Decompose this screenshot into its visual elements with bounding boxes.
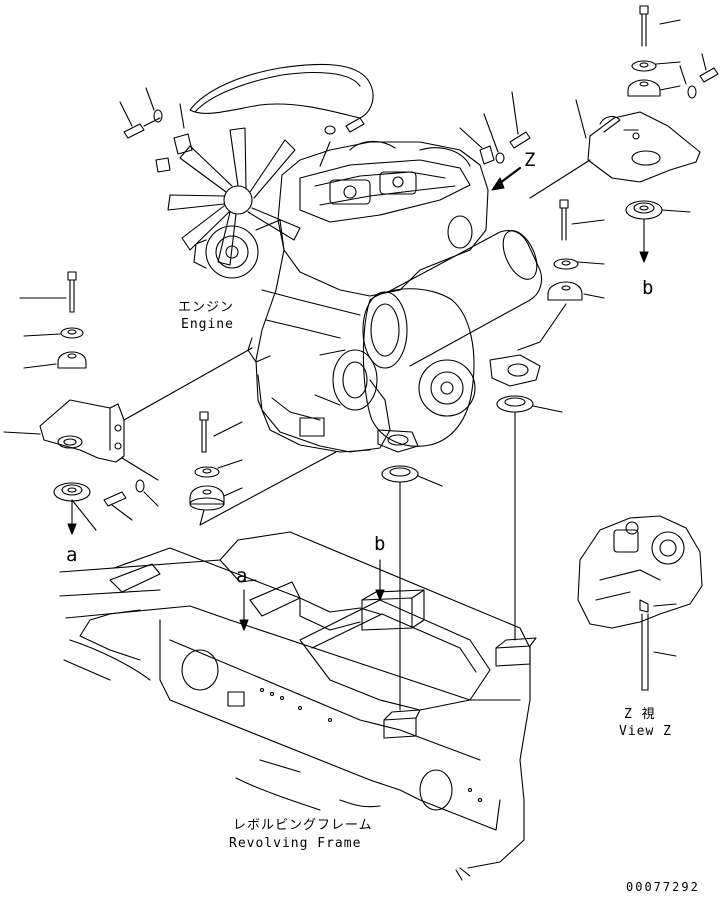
muffler xyxy=(362,229,543,369)
view-z-label-ja: Z 視 xyxy=(624,707,656,722)
callout-a-frame: a xyxy=(236,565,249,587)
engine-label-en: Engine xyxy=(181,317,234,332)
cooling-fan xyxy=(167,127,301,266)
right-mount-group xyxy=(381,5,719,711)
revolving-frame xyxy=(59,531,537,881)
callout-a-left: a xyxy=(66,544,79,566)
callout-b-frame: b xyxy=(374,533,387,555)
engine-label-ja: エンジン xyxy=(178,300,235,315)
frame-label-en: Revolving Frame xyxy=(229,836,362,851)
callout-b-right: b xyxy=(642,277,655,299)
callout-z: Z xyxy=(524,149,537,171)
engine-assembly xyxy=(167,63,543,453)
top-center-parts xyxy=(459,91,531,191)
view-z-label-en: View Z xyxy=(619,724,672,739)
view-z-inset xyxy=(577,515,703,691)
left-mount-group xyxy=(3,271,253,535)
belt-cover-parts xyxy=(119,87,365,173)
frame-label-ja: レボルビングフレーム xyxy=(233,818,373,833)
drawing-number: 00077292 xyxy=(626,880,700,894)
middle-mount-group xyxy=(189,411,337,526)
